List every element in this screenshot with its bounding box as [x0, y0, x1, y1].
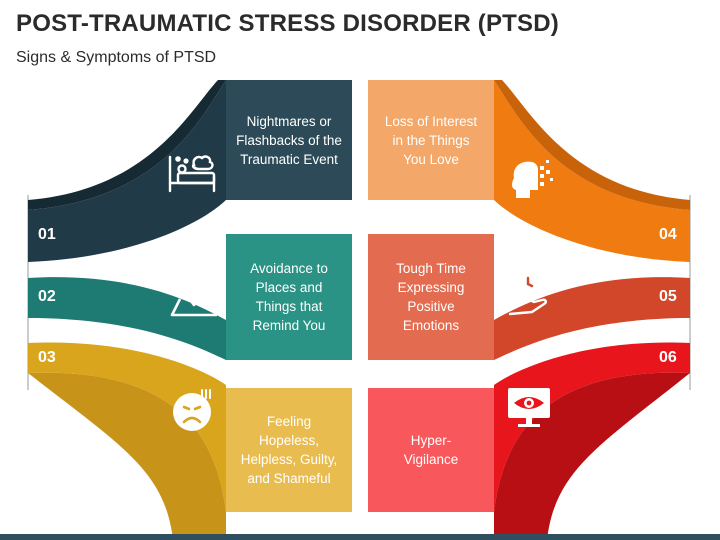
box-04 [368, 80, 494, 200]
item-04-number: 04 [659, 226, 677, 243]
item-03-text: Feeling Hopeless, Helpless, Guilty, and … [240, 414, 338, 486]
box-01 [226, 80, 352, 200]
box-05 [368, 234, 494, 360]
item-01-number: 01 [38, 226, 56, 243]
box-06 [368, 388, 494, 512]
bed-nightmare-icon [168, 155, 216, 193]
item-01-text: Nightmares or Flashbacks of the Traumati… [236, 113, 342, 167]
ribbon-05 [494, 277, 690, 360]
head-dissolve-icon [512, 160, 553, 198]
ribbon-04 [494, 80, 690, 262]
ribbon-01 [28, 80, 226, 262]
item-06-number: 06 [659, 349, 677, 366]
slide-title: POST-TRAUMATIC STRESS DISORDER (PTSD) [16, 10, 559, 37]
box-03 [226, 388, 352, 512]
ribbon-03-face [28, 342, 226, 512]
bottom-bar [0, 534, 720, 540]
ribbon-06-face [494, 342, 690, 512]
item-03-number: 03 [38, 349, 56, 366]
box-02 [226, 234, 352, 360]
slide-subtitle: Signs & Symptoms of PTSD [16, 49, 217, 66]
item-05-text: Tough Time Expressing Positive Emotions [396, 261, 466, 333]
item-04-text: Loss of Interest in the Things You Love [384, 113, 478, 167]
location-pin-icon [170, 270, 218, 317]
eye-monitor-icon [508, 388, 550, 427]
item-05-number: 05 [659, 288, 677, 305]
ribbon-02 [28, 277, 226, 360]
clock-hand-icon [508, 272, 548, 316]
sad-face-icon [173, 389, 211, 431]
ribbon-03 [28, 343, 226, 540]
ribbon-06 [494, 343, 690, 540]
item-02-number: 02 [38, 288, 56, 305]
item-02-text: Avoidance to Places and Things that Remi… [250, 261, 328, 333]
item-06-text: Hyper-Vigilance [403, 433, 459, 467]
